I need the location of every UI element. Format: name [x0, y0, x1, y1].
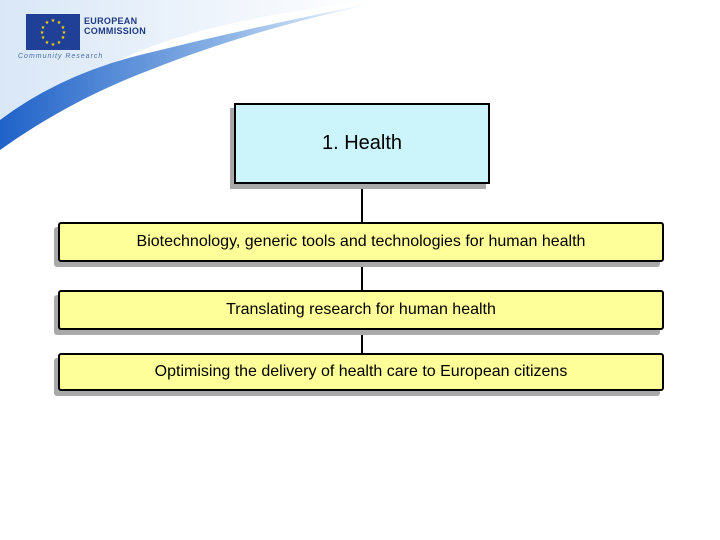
svg-text:★: ★ — [61, 35, 66, 41]
logo-line-1: EUROPEAN — [84, 16, 138, 26]
child-node-label: Optimising the delivery of health care t… — [154, 363, 568, 380]
child-node-label: Biotechnology, generic tools and technol… — [136, 233, 586, 250]
svg-text:★: ★ — [51, 42, 56, 48]
svg-text:★: ★ — [61, 25, 66, 31]
svg-text:★: ★ — [45, 20, 50, 26]
svg-text:★: ★ — [57, 40, 62, 46]
svg-text:★: ★ — [40, 30, 45, 36]
root-node-health: 1. Health — [234, 103, 490, 184]
svg-text:★: ★ — [45, 40, 50, 46]
root-node-label: 1. Health — [321, 132, 403, 154]
svg-text:★: ★ — [41, 35, 46, 41]
tagline: Community Research — [18, 53, 104, 60]
child-node-translating-research: Translating research for human health — [58, 290, 664, 330]
eu-flag-icon: ★ ★ ★ ★ ★ ★ ★ ★ ★ ★ ★ ★ — [26, 14, 80, 50]
svg-text:★: ★ — [41, 25, 46, 31]
logo-text: EUROPEAN COMMISSION — [84, 16, 146, 36]
child-node-biotechnology: Biotechnology, generic tools and technol… — [58, 222, 664, 262]
logo-line-2: COMMISSION — [84, 26, 147, 36]
diagram-connector-line — [361, 183, 363, 353]
european-commission-logo: ★ ★ ★ ★ ★ ★ ★ ★ ★ ★ ★ ★ EUROPEAN COMMISS… — [26, 14, 166, 64]
svg-text:★: ★ — [51, 18, 56, 24]
child-node-label: Translating research for human health — [226, 301, 496, 318]
svg-text:★: ★ — [57, 20, 62, 26]
child-node-health-care-delivery: Optimising the delivery of health care t… — [58, 353, 664, 391]
svg-text:★: ★ — [62, 30, 67, 36]
